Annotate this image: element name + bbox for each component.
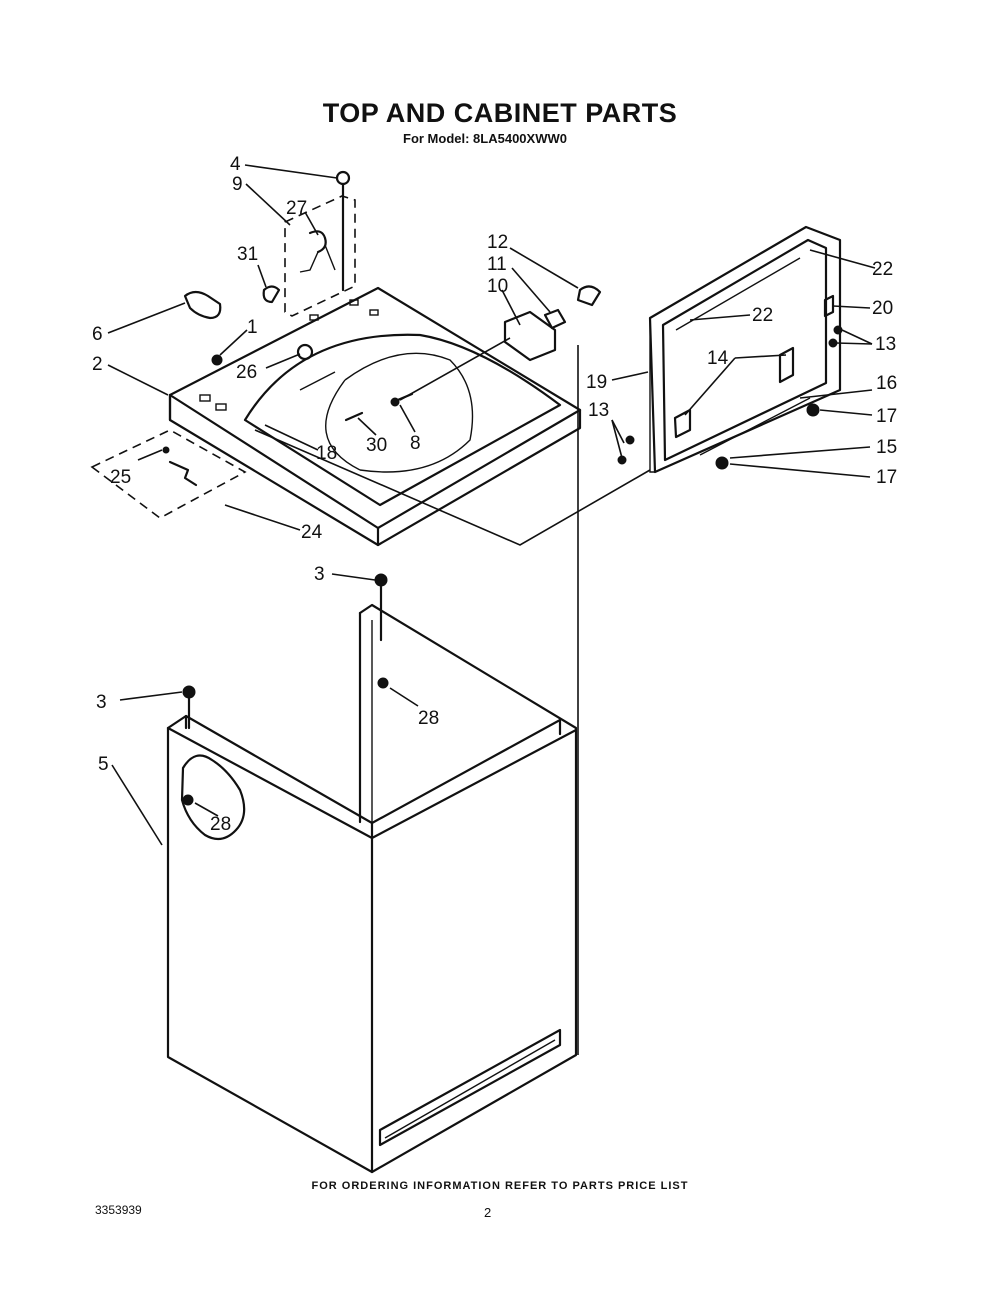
- callout-3-upper: 3: [314, 564, 325, 585]
- callout-15: 15: [876, 437, 897, 458]
- callout-28-lower: 28: [210, 814, 231, 835]
- lid-switch-outline: [90, 429, 247, 519]
- callout-20: 20: [872, 298, 893, 319]
- leader-lines: [107, 164, 876, 846]
- callout-17-lower: 17: [876, 467, 897, 488]
- callout-labels: 4 9 27 31 6 1 2 26 25 24 18 30 8 12 11 1…: [92, 154, 897, 835]
- callout-14: 14: [707, 348, 729, 369]
- callout-18: 18: [316, 443, 337, 464]
- callout-28-upper: 28: [418, 708, 439, 729]
- callout-27: 27: [286, 198, 307, 219]
- callout-16: 16: [876, 373, 897, 394]
- cabinet-part: [166, 603, 578, 1174]
- callout-31: 31: [237, 244, 258, 265]
- callout-17-upper: 17: [876, 406, 897, 427]
- callout-8: 8: [410, 433, 421, 454]
- ordering-information-note: FOR ORDERING INFORMATION REFER TO PARTS …: [311, 1180, 689, 1192]
- callout-6: 6: [92, 324, 103, 345]
- callout-5: 5: [98, 754, 109, 775]
- callout-22-inner: 22: [752, 305, 773, 326]
- callout-13-right: 13: [875, 334, 896, 355]
- callout-25: 25: [110, 467, 131, 488]
- callout-13-left: 13: [588, 400, 609, 421]
- callout-11: 11: [487, 254, 507, 275]
- model-subtitle: For Model: 8LA5400XWW0: [403, 131, 567, 146]
- page-title: TOP AND CABINET PARTS: [322, 98, 678, 128]
- callout-2: 2: [92, 354, 103, 375]
- callout-19: 19: [586, 372, 607, 393]
- callout-9: 9: [232, 174, 243, 195]
- callout-22-top: 22: [872, 259, 893, 280]
- callout-10: 10: [487, 276, 508, 297]
- callout-1: 1: [247, 317, 258, 338]
- document-number: 3353939: [95, 1203, 142, 1217]
- top-panel-part: [168, 286, 582, 547]
- callout-30: 30: [366, 435, 387, 456]
- callout-4: 4: [230, 154, 241, 175]
- callout-3-lower: 3: [96, 692, 107, 713]
- callout-26: 26: [236, 362, 257, 383]
- callout-12: 12: [487, 232, 508, 253]
- callout-24: 24: [301, 522, 323, 543]
- page-number: 2: [484, 1205, 492, 1220]
